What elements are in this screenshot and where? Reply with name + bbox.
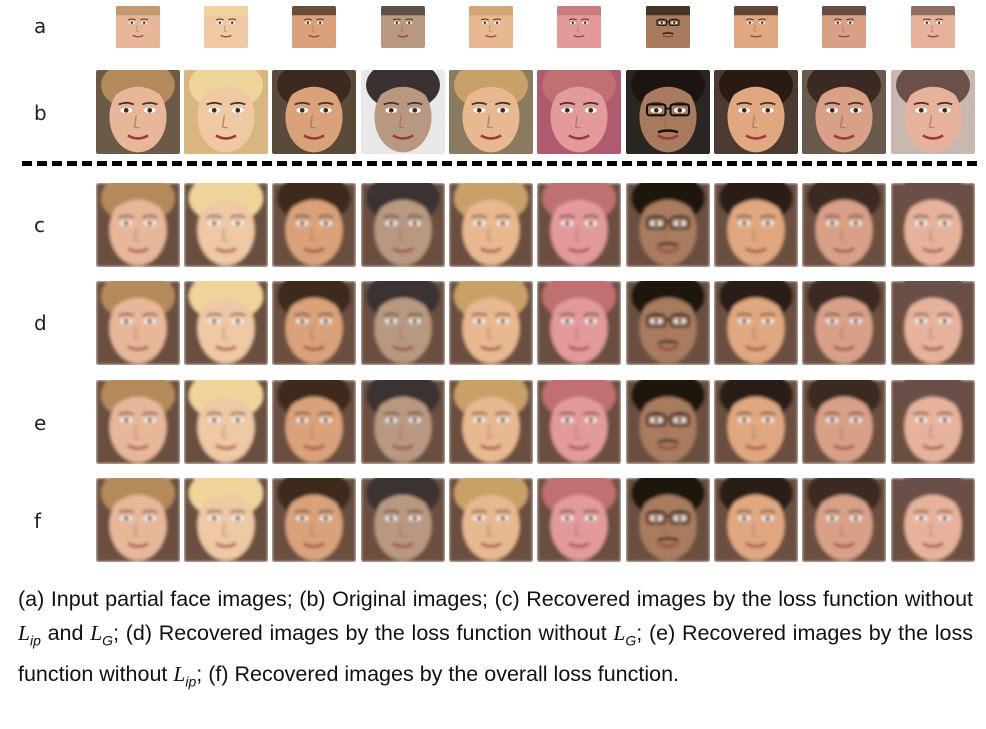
face-image-e-10 <box>891 380 975 464</box>
face-image-c-1 <box>96 183 180 267</box>
face-image-a-6 <box>557 6 601 48</box>
face-image-c-7 <box>626 183 710 267</box>
face-image-e-1 <box>96 380 180 464</box>
face-image-d-4 <box>361 281 445 365</box>
face-image-c-2 <box>184 183 268 267</box>
face-image-b-4 <box>361 70 445 154</box>
face-image-a-1 <box>116 6 160 48</box>
face-image-a-7 <box>646 6 690 48</box>
face-image-e-5 <box>449 380 533 464</box>
face-image-d-6 <box>537 281 621 365</box>
face-image-b-2 <box>184 70 268 154</box>
face-image-c-4 <box>361 183 445 267</box>
face-image-f-7 <box>626 478 710 562</box>
face-image-e-3 <box>272 380 356 464</box>
face-image-c-8 <box>714 183 798 267</box>
face-image-b-9 <box>802 70 886 154</box>
face-image-e-8 <box>714 380 798 464</box>
row-label-c: c <box>34 213 45 237</box>
face-image-f-8 <box>714 478 798 562</box>
face-image-b-10 <box>891 70 975 154</box>
face-image-a-2 <box>204 6 248 48</box>
face-image-d-7 <box>626 281 710 365</box>
face-image-b-5 <box>449 70 533 154</box>
face-image-c-3 <box>272 183 356 267</box>
face-image-f-2 <box>184 478 268 562</box>
row-label-a: a <box>34 14 47 38</box>
face-image-f-1 <box>96 478 180 562</box>
face-image-a-4 <box>381 6 425 48</box>
row-label-b: b <box>34 101 47 125</box>
row-label-f: f <box>34 509 42 533</box>
face-image-d-9 <box>802 281 886 365</box>
section-divider <box>22 161 977 166</box>
figure-caption: (a) Input partial face images; (b) Origi… <box>18 587 973 690</box>
face-image-d-3 <box>272 281 356 365</box>
face-image-b-8 <box>714 70 798 154</box>
face-image-e-4 <box>361 380 445 464</box>
face-image-a-5 <box>469 6 513 48</box>
face-image-e-6 <box>537 380 621 464</box>
face-image-e-9 <box>802 380 886 464</box>
face-image-c-6 <box>537 183 621 267</box>
face-image-f-3 <box>272 478 356 562</box>
face-image-f-10 <box>891 478 975 562</box>
face-image-c-10 <box>891 183 975 267</box>
face-image-b-6 <box>537 70 621 154</box>
face-image-b-7 <box>626 70 710 154</box>
face-image-b-3 <box>272 70 356 154</box>
face-image-c-9 <box>802 183 886 267</box>
face-image-e-2 <box>184 380 268 464</box>
face-image-a-10 <box>911 6 955 48</box>
face-image-d-5 <box>449 281 533 365</box>
row-label-d: d <box>34 311 47 335</box>
face-image-b-1 <box>96 70 180 154</box>
face-image-d-10 <box>891 281 975 365</box>
face-image-d-1 <box>96 281 180 365</box>
face-image-d-2 <box>184 281 268 365</box>
face-image-a-8 <box>734 6 778 48</box>
row-label-e: e <box>34 411 47 435</box>
face-image-c-5 <box>449 183 533 267</box>
face-image-f-6 <box>537 478 621 562</box>
face-image-a-9 <box>822 6 866 48</box>
face-image-d-8 <box>714 281 798 365</box>
face-image-e-7 <box>626 380 710 464</box>
face-image-f-4 <box>361 478 445 562</box>
face-image-f-9 <box>802 478 886 562</box>
face-image-f-5 <box>449 478 533 562</box>
face-image-a-3 <box>292 6 336 48</box>
